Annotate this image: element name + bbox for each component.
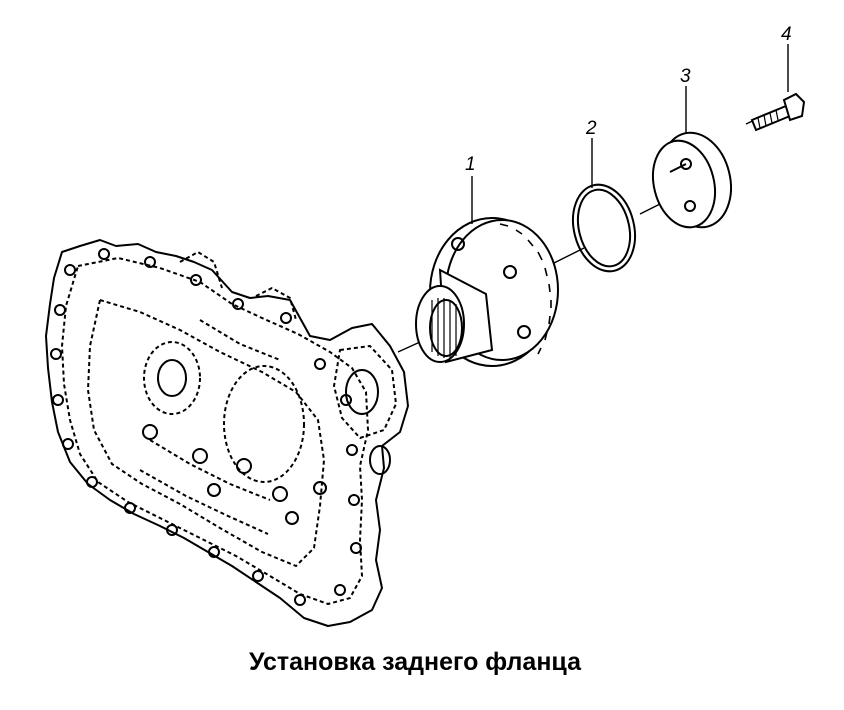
rear-flange (415, 217, 559, 367)
callout-number-2: 2 (585, 118, 597, 139)
callout-number-3: 3 (680, 66, 691, 87)
diagram-caption: Установка заднего фланца (248, 648, 582, 676)
callout-number-4: 4 (781, 24, 792, 45)
bolt (750, 92, 806, 132)
gearbox-housing (45, 239, 409, 627)
callout-number-1: 1 (465, 154, 476, 175)
callout-leaders (471, 44, 789, 224)
washer (652, 131, 732, 229)
o-ring (572, 183, 636, 273)
